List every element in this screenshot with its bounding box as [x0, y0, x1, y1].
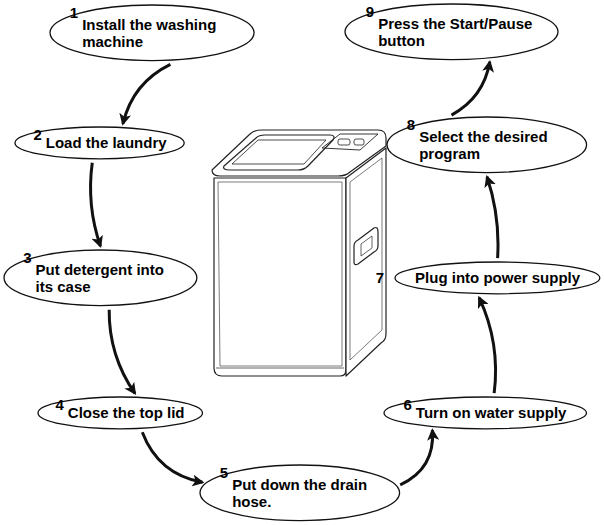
- step-ellipse: 4 Close the top lid: [37, 396, 203, 430]
- step-label: Plug into power supply: [415, 269, 580, 286]
- step-number: 4: [55, 396, 63, 413]
- step-number: 2: [33, 126, 41, 143]
- step-number: 9: [366, 3, 374, 20]
- step-number: 1: [70, 4, 78, 21]
- step-arrow: [479, 298, 495, 394]
- step-label: Install the washing machine: [82, 16, 234, 50]
- step-label: Press the Start/Pause button: [378, 15, 538, 49]
- step-number: 6: [404, 396, 412, 413]
- step-arrow: [123, 64, 170, 123]
- step-ellipse: 2 Load the laundry: [14, 126, 185, 160]
- step-number: 5: [220, 464, 228, 481]
- step-label: Put down the drain hose.: [232, 476, 380, 510]
- step-label: Select the desired program: [419, 128, 567, 162]
- step-arrow: [91, 163, 101, 246]
- step-label: Load the laundry: [46, 134, 167, 151]
- step-arrow: [487, 177, 498, 258]
- step-number: 3: [23, 249, 31, 266]
- step-ellipse: 7 Plug into power supply: [376, 261, 601, 295]
- step-arrow: [109, 310, 135, 394]
- step-arrow: [451, 62, 489, 115]
- step-ellipse: 3Put detergent into its case: [3, 249, 198, 307]
- step-label: Put detergent into its case: [36, 261, 178, 295]
- step-arrow: [142, 432, 202, 482]
- step-ellipse: 9Press the Start/Pause button: [344, 3, 559, 61]
- step-ellipse: 1Install the washing machine: [49, 4, 255, 62]
- step-arrow: [400, 430, 432, 485]
- step-ellipse: 8Select the desired program: [386, 116, 588, 174]
- step-number: 7: [376, 269, 384, 286]
- step-label: Close the top lid: [68, 404, 185, 421]
- step-number: 8: [407, 116, 415, 133]
- step-label: Turn on water supply: [416, 404, 567, 421]
- step-ellipse: 5Put down the drain hose.: [199, 464, 401, 522]
- step-ellipse: 6Turn on water supply: [383, 396, 587, 430]
